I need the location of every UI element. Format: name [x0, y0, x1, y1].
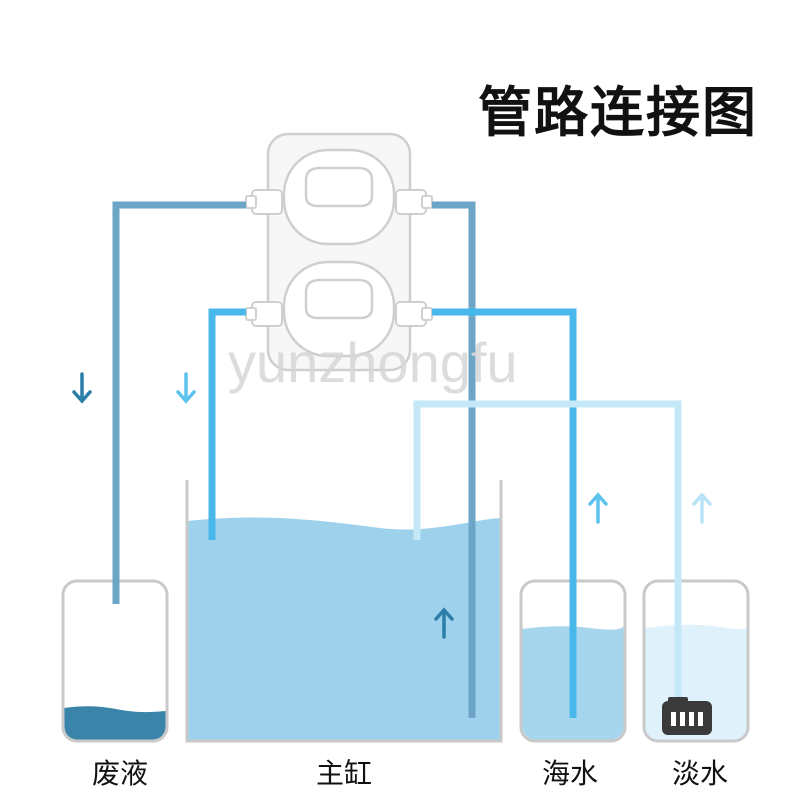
arrow-up-icon: [692, 492, 712, 524]
watermark: yunzhongfu: [228, 331, 518, 394]
seawater-pipe: [208, 308, 577, 718]
main-tank-water: [188, 517, 500, 740]
waste-liquid: [64, 706, 166, 740]
label-seawater: 海水: [541, 757, 599, 790]
waste-pipe: [112, 201, 476, 718]
label-waste: 废液: [91, 757, 149, 790]
freshwater-pipe: [413, 400, 682, 718]
waste-container: [61, 579, 169, 743]
main-tank-walls: [185, 480, 503, 743]
arrow-up-icon: [434, 607, 454, 639]
dosing-pump-icon: [245, 132, 433, 372]
label-main-tank: 主缸: [315, 757, 373, 790]
page-title: 管路连接图: [478, 81, 758, 144]
freshwater-pump-icon: [662, 697, 712, 735]
pump-head-upper: [245, 148, 433, 246]
arrow-down-icon: [72, 372, 92, 404]
arrow-up-icon: [588, 492, 608, 524]
label-freshwater: 淡水: [671, 757, 729, 790]
pump-head-lower: [245, 260, 433, 358]
arrow-down-icon: [176, 372, 196, 404]
main-tank: [185, 480, 503, 743]
